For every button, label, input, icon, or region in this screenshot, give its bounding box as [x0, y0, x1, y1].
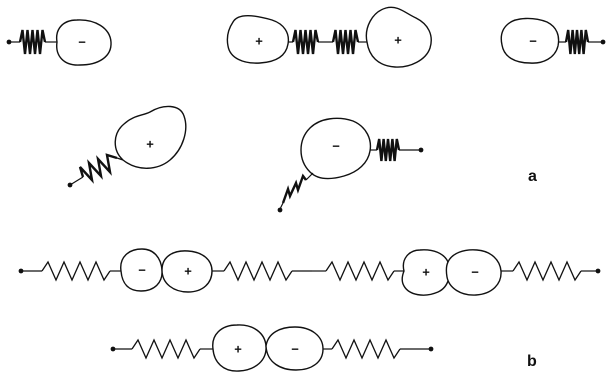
particle-unit-a1: − — [6, 19, 112, 66]
anchor-point — [277, 207, 283, 213]
panel-a: − + + − — [6, 6, 606, 213]
charge-label-negative: − — [138, 263, 146, 278]
spring — [281, 173, 307, 204]
particle-unit-a4: − — [500, 17, 606, 64]
spring — [512, 260, 582, 282]
charge-label-negative: − — [471, 265, 479, 280]
anchor-point — [428, 346, 434, 352]
spring — [331, 29, 360, 55]
spring — [325, 260, 395, 282]
positive-particle-blob — [114, 105, 187, 169]
particle-unit-a5: + — [67, 105, 187, 188]
charge-label-positive: + — [146, 137, 154, 152]
spring — [375, 138, 401, 162]
charge-label-negative: − — [332, 139, 340, 154]
particle-unit-a2: + — [226, 15, 320, 64]
charge-label-negative: − — [78, 35, 86, 50]
anchor-point — [595, 268, 601, 274]
particle-unit-a3: + — [318, 6, 432, 68]
negative-particle-blob — [445, 249, 502, 296]
anchor-point — [418, 147, 424, 153]
positive-particle-blob — [365, 6, 432, 68]
ion-pair-b3: + − — [110, 324, 434, 372]
negative-particle-blob — [300, 117, 372, 180]
spring — [18, 29, 47, 55]
charge-label-negative: − — [529, 34, 537, 49]
spring — [564, 29, 590, 55]
charge-label-positive: + — [422, 265, 430, 280]
spring — [223, 260, 293, 282]
charge-label-positive: + — [255, 34, 263, 49]
negative-particle-blob — [55, 19, 112, 66]
panel-label-b: b — [527, 353, 537, 370]
wire — [69, 176, 84, 186]
panel-label-a: a — [528, 168, 537, 185]
panel-b: − + + − + — [18, 248, 601, 372]
particle-unit-a6: − — [277, 117, 424, 213]
charge-label-positive: + — [394, 33, 402, 48]
spring — [331, 338, 401, 360]
spring — [41, 260, 111, 282]
charge-label-positive: + — [184, 264, 192, 279]
anchor-point — [600, 39, 606, 45]
spring — [78, 153, 118, 184]
spring — [131, 338, 201, 360]
negative-particle-blob — [500, 17, 560, 64]
ion-pair-b2: + − — [312, 249, 601, 296]
positive-particle-blob — [226, 15, 290, 64]
charge-label-negative: − — [291, 342, 299, 357]
wire — [305, 172, 314, 181]
spring — [291, 29, 320, 55]
charge-label-positive: + — [234, 342, 242, 357]
ion-pair-b1: − + — [18, 248, 312, 293]
